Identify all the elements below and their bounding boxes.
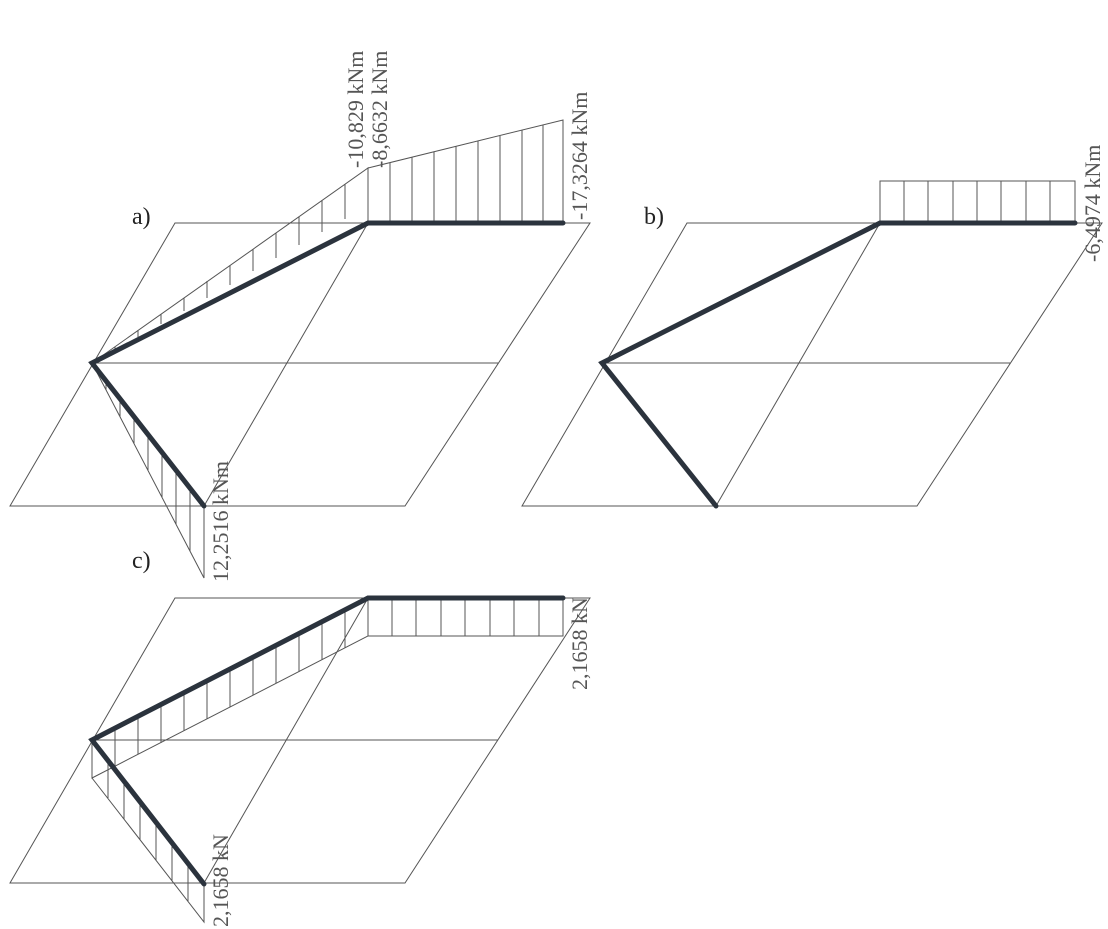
panel-b-grid-diagonal bbox=[715, 222, 881, 507]
panel-b: b) -6,4974 kNm bbox=[521, 145, 1105, 509]
panel-b-label: b) bbox=[644, 204, 664, 230]
panel-b-hatching bbox=[903, 181, 1051, 223]
panel-a-value-left-beam: -10,829 kNm bbox=[343, 51, 368, 168]
panel-c-frame-members bbox=[88, 595, 566, 887]
panel-c-grid-diagonal bbox=[203, 597, 369, 884]
panel-b-value-right-beam: -6,4974 kNm bbox=[1080, 145, 1105, 262]
panel-c-support-diagram bbox=[91, 738, 205, 924]
panel-a-frame-members bbox=[88, 220, 566, 509]
panel-a-frame-member bbox=[88, 220, 566, 509]
panel-a-label: a) bbox=[132, 204, 151, 230]
panel-b-grid-parallelogram bbox=[521, 222, 1103, 507]
panel-c-value-right-beam: 2,1658 kN bbox=[567, 597, 592, 690]
panel-a-value-support: 12,2516 kNm bbox=[208, 461, 233, 582]
panel-a-grid-parallelogram bbox=[9, 222, 591, 507]
panel-c-frame-member bbox=[88, 595, 566, 887]
panel-a-right-beam-diagram bbox=[367, 119, 564, 224]
panel-a: a) bbox=[9, 51, 592, 582]
panel-c-label: c) bbox=[132, 548, 151, 574]
panel-a-value-right-beam-end: -17,3264 kNm bbox=[567, 92, 592, 220]
panel-c-grid bbox=[9, 597, 591, 884]
panel-c-hatching bbox=[107, 598, 540, 901]
panel-b-moment-diagram bbox=[879, 180, 1076, 224]
panel-a-support-diagram bbox=[91, 362, 205, 579]
panel-a-grid-diagonal bbox=[203, 222, 369, 507]
panel-a-value-right-beam-start: -8,6632 kNm bbox=[367, 51, 392, 168]
panel-b-grid bbox=[521, 222, 1103, 507]
panel-c-shear-diagram bbox=[91, 597, 564, 924]
panel-a-grid bbox=[9, 222, 591, 507]
panel-b-frame-member bbox=[598, 220, 1078, 509]
panel-c-value-support: 2,1658 kN bbox=[208, 834, 233, 927]
panel-b-frame-members bbox=[598, 220, 1078, 509]
panel-a-hatching bbox=[105, 125, 544, 551]
panel-a-moment-diagram bbox=[91, 119, 564, 579]
panel-c: c) bbox=[9, 548, 592, 927]
